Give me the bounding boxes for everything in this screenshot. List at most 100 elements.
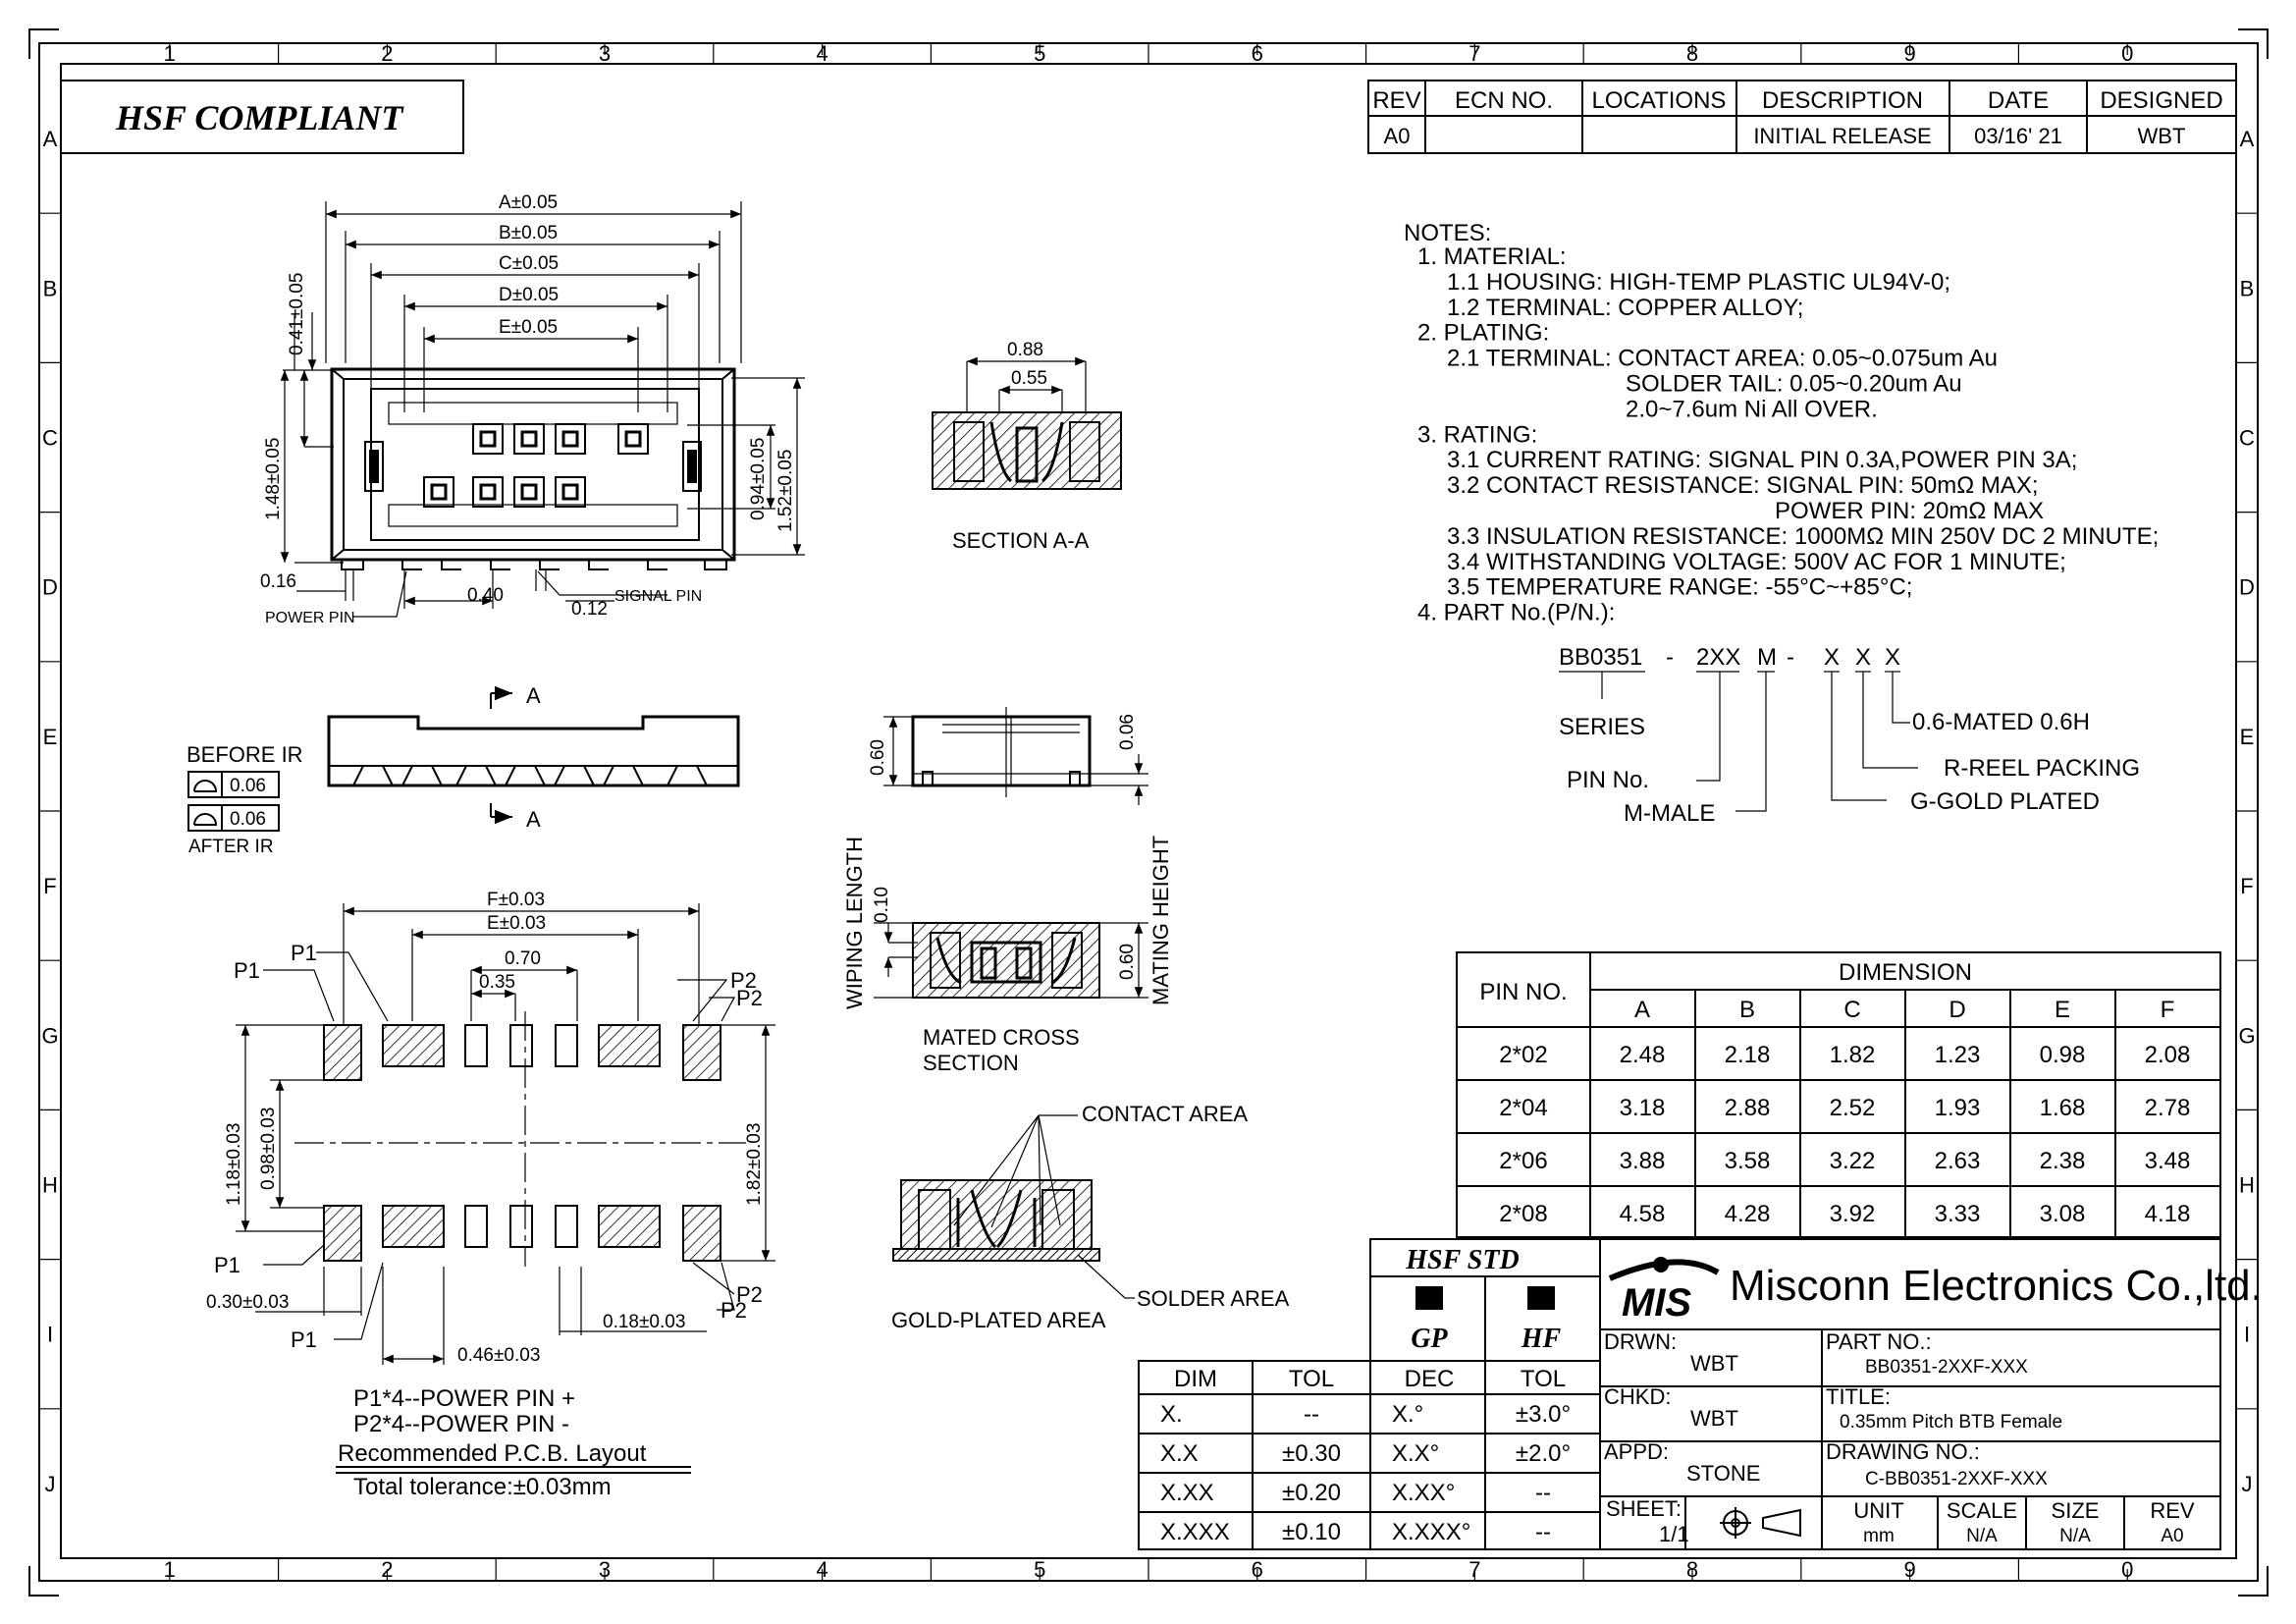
contact-pin-icon [555,476,586,508]
dim-table-cell: 2.63 [1935,1148,1981,1174]
pcb-dim-098: 0.98±0.03 [258,1108,279,1190]
zone-row-left-3: D [42,575,58,600]
pcb-p2-a: P2 [730,968,757,993]
dim-table-cell: 3.08 [2040,1201,2086,1227]
dim-table-cell: 2.52 [1830,1095,1876,1121]
pcb-p2-b: P2 [736,986,763,1010]
tol-value-2: ±0.20 [1282,1480,1341,1506]
top-view-drawing: A±0.05 B±0.05 C±0.05 D±0.05 E±0.05 0.41±… [260,192,805,626]
tol-dim-0: X. [1160,1401,1183,1428]
dim-table-pin-1: 2*04 [1499,1095,1547,1121]
power-pin-label: POWER PIN [265,610,355,626]
drwn-label: DRWN: [1604,1329,1677,1354]
hsf-tol-0: ±3.0° [1516,1401,1571,1428]
sheet-value: 1/1 [1659,1522,1689,1546]
title-label: TITLE: [1826,1384,1891,1409]
company-name: Misconn Electronics Co.,ltd. [1730,1262,2263,1310]
rev-cell-3: INITIAL RELEASE [1753,124,1931,148]
note-line-1: 1.1 HOUSING: HIGH-TEMP PLASTIC UL94V-0; [1447,269,1950,296]
contact-pin-icon [472,423,504,455]
pcb-pad [555,1205,578,1248]
wiping-length-value: 0.10 [872,887,892,923]
zone-row-right-8: I [2244,1323,2250,1347]
notes-title: NOTES: [1404,220,1491,246]
zone-col-bottom-3: 4 [816,1557,828,1582]
contact-pin-icon [513,423,545,455]
dim-table-cell: 3.48 [2145,1148,2191,1174]
hsf-compliant-box: HSF COMPLIANT [60,80,464,154]
zone-row-right-6: G [2238,1023,2255,1048]
zone-row-left-2: C [42,426,58,451]
chkd-label: CHKD: [1604,1384,1671,1409]
side-a-bottom: A [526,807,541,832]
zone-row-right-4: E [2240,725,2255,749]
dim-016: 0.16 [260,571,296,592]
dim-table-cell: 3.88 [1620,1148,1666,1174]
zone-col-bottom-7: 8 [1686,1557,1698,1582]
hsf-header-dec: DEC [1405,1366,1455,1392]
dim-table-cell: 3.22 [1830,1148,1876,1174]
pn-code-x1: X [1824,644,1840,671]
appd-label: APPD: [1604,1439,1669,1464]
zone-col-top-7: 8 [1686,41,1698,66]
signal-pin-label: SIGNAL PIN [614,588,702,605]
pn-male-label: M-MALE [1624,800,1715,827]
pcb-legend-1: P1*4--POWER PIN + [353,1385,575,1412]
rev-header-2: LOCATIONS [1592,87,1727,114]
dim-table-cell: 1.93 [1935,1095,1981,1121]
contact-pin-icon [423,476,454,508]
unit-label: UNIT [1853,1498,1903,1523]
hsf-header-tol: TOL [1521,1366,1566,1392]
title-block: MIS Misconn Electronics Co.,ltd. DRWN: W… [1599,1238,2263,1550]
pcb-p1-d: P1 [291,1327,317,1352]
pcb-p2-c: P2 [736,1282,763,1307]
note-line-5: SOLDER TAIL: 0.05~0.20um Au [1626,371,1962,398]
zone-col-bottom-8: 9 [1903,1557,1915,1582]
zone-row-left-8: I [47,1323,53,1347]
hsf-dec-2: X.XX° [1392,1480,1455,1506]
pcb-dim-018: 0.18±0.03 [603,1312,685,1332]
pcb-pad [509,1205,533,1248]
pcb-pad [682,1024,721,1081]
zone-row-right-9: J [2242,1472,2253,1496]
dim-table-col-0: A [1634,997,1650,1023]
mating-height-label: MATING HEIGHT [1148,836,1173,1005]
size-value: N/A [2059,1526,2091,1546]
rev-header-0: REV [1372,87,1420,114]
hf-label: HF [1521,1324,1562,1354]
pn-code-gender: M [1757,644,1777,671]
dim-table-cell: 2.88 [1725,1095,1771,1121]
dim-table-cell: 2.38 [2040,1148,2086,1174]
solder-area-label: SOLDER AREA [1137,1286,1290,1311]
front-dim-006: 0.06 [1117,714,1138,750]
dim-d: D±0.05 [499,285,559,305]
pcb-pad [323,1024,362,1081]
rev-header-4: DATE [1988,87,2049,114]
rev-cell-0: A0 [1384,124,1411,148]
compliance-label: HSF COMPLIANT [115,98,404,137]
zone-row-left-1: B [43,276,58,300]
pcb-layout-drawing: F±0.03 E±0.03 0.70 0.35 1.18±0.03 0.98±0… [206,890,775,1500]
note-line-6: 2.0~7.6um Ni All OVER. [1626,396,1878,422]
hsf-dec-1: X.X° [1392,1440,1439,1467]
after-ir-value: 0.06 [230,809,266,830]
zone-row-right-2: C [2239,426,2255,451]
zone-col-bottom-4: 5 [1034,1557,1045,1582]
appd-value: STONE [1686,1461,1760,1486]
note-line-3: 2. PLATING: [1417,320,1549,347]
dim-table-col-5: F [2161,997,2175,1023]
after-ir-label: AFTER IR [188,837,274,857]
pcb-p2-d: P2 [721,1298,747,1323]
hsf-tol-1: ±2.0° [1516,1440,1571,1467]
dim-table-cell: 2.08 [2145,1042,2191,1068]
dim-table-col-1: B [1739,997,1755,1023]
zone-row-right-3: D [2239,575,2255,600]
zone-col-bottom-2: 3 [599,1557,611,1582]
contact-pin-icon [555,423,586,455]
pcb-pad [555,1024,578,1067]
gold-plated-label: GOLD-PLATED AREA [891,1308,1106,1332]
tol-value-1: ±0.30 [1282,1440,1341,1467]
rev-label: REV [2150,1498,2195,1523]
pn-reel-label: R-REEL PACKING [1944,755,2140,782]
zone-col-top-8: 9 [1903,41,1915,66]
